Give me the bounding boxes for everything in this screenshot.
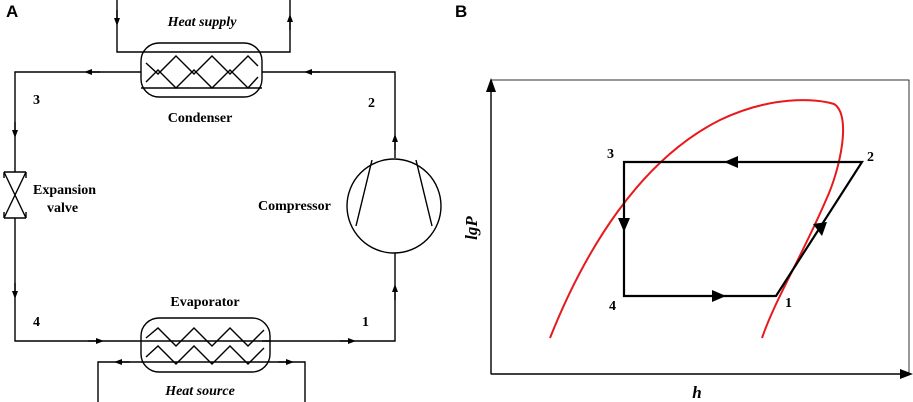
- compressor-label: Compressor: [258, 199, 331, 214]
- refrigerant-loop: [12, 69, 398, 344]
- point-2-label: 2: [368, 96, 375, 111]
- arrow-4-to-1: [712, 290, 726, 302]
- heat-supply-label: Heat supply: [167, 15, 238, 30]
- evaporator-label: Evaporator: [170, 295, 239, 310]
- arrow-3-to-4: [618, 218, 630, 232]
- panel-b-label: B: [455, 2, 467, 21]
- evaporator: [140, 317, 271, 373]
- cycle-point-1: 1: [785, 296, 792, 311]
- panel-a: A Heat supply Condenser: [3, 0, 442, 402]
- compressor: [346, 158, 442, 254]
- x-axis-arrow: [900, 369, 913, 379]
- expansion-valve-label-1: Expansion: [33, 183, 96, 198]
- point-1-label: 1: [362, 315, 369, 330]
- cycle-point-3: 3: [607, 147, 614, 162]
- cycle-point-4: 4: [609, 299, 616, 314]
- heat-source-label: Heat source: [164, 384, 235, 399]
- point-3-label: 3: [33, 93, 40, 108]
- arrow-2-to-3: [724, 156, 738, 168]
- y-axis-arrow: [486, 78, 496, 92]
- condenser-label: Condenser: [168, 111, 233, 126]
- refrigeration-cycle: [618, 156, 865, 302]
- panel-b: B lgP h 1 2 3 4: [455, 2, 913, 402]
- arrow-1-to-2: [813, 222, 827, 236]
- heat-source-pipes: [97, 359, 306, 402]
- panel-a-label: A: [6, 2, 18, 21]
- heat-supply-pipes: [114, 0, 293, 53]
- y-axis-label: lgP: [462, 216, 481, 240]
- expansion-valve-label-2: valve: [47, 201, 78, 216]
- condenser: [140, 42, 263, 98]
- x-axis-label: h: [692, 383, 701, 402]
- point-4-label: 4: [33, 315, 40, 330]
- expansion-valve: [3, 171, 27, 219]
- cycle-point-2: 2: [867, 150, 874, 165]
- saturation-curve: [549, 99, 845, 339]
